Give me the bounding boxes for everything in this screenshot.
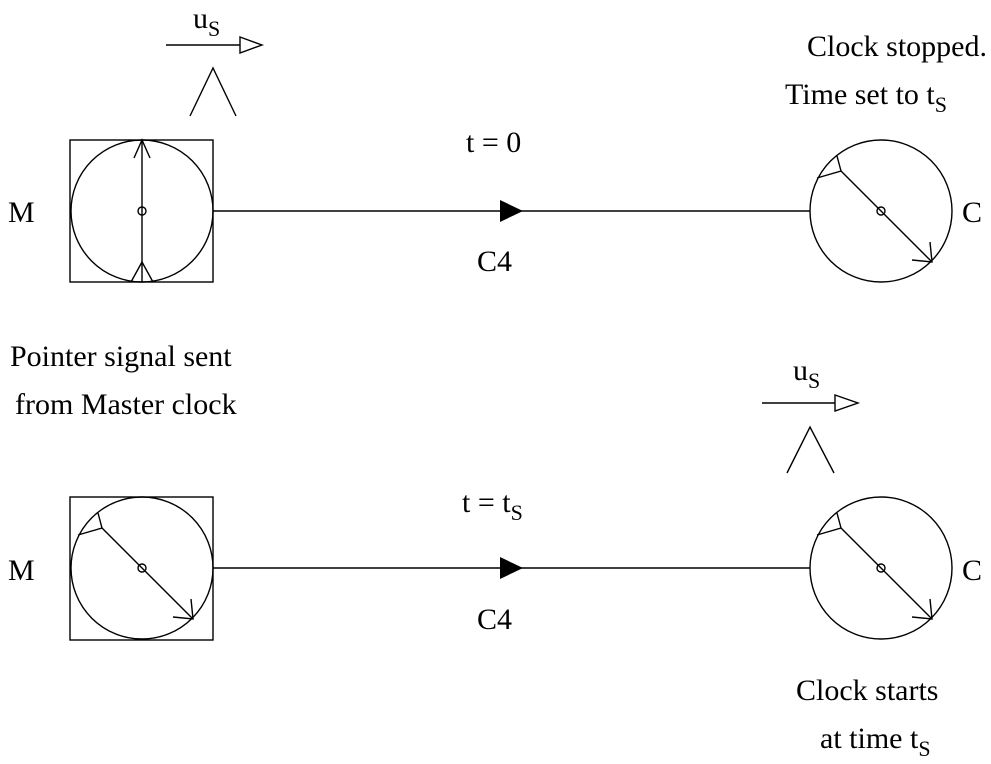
top-signal-label: C4	[477, 245, 512, 278]
bottom-signal-label: C4	[477, 603, 512, 636]
bottom-pointer-symbol	[786, 425, 835, 474]
top-signal-marker	[500, 200, 523, 222]
bottom-note-line1: Clock starts	[796, 674, 939, 707]
bottom-signal-marker	[500, 557, 523, 579]
top-master-label: M	[8, 196, 35, 229]
caption-line1: Pointer signal sent	[10, 340, 232, 373]
top-remote-clock	[809, 139, 953, 283]
bottom-note-line2: at time tS	[820, 722, 931, 761]
top-pointer-symbol	[189, 66, 237, 117]
bottom-panel: uS M t = tS C4 C Clock starts at time tS	[8, 354, 982, 761]
bottom-clock-label: C	[962, 554, 982, 587]
bottom-master-clock	[69, 496, 214, 641]
bottom-velocity-arrow	[762, 394, 861, 412]
caption-line2: from Master clock	[15, 388, 237, 421]
top-velocity-arrow	[166, 36, 265, 54]
bottom-time-label: t = tS	[462, 486, 523, 525]
top-velocity-label: uS	[193, 2, 220, 41]
top-master-clock	[69, 138, 214, 283]
top-time-label: t = 0	[466, 126, 521, 159]
top-note-line1: Clock stopped.	[807, 30, 987, 63]
top-clock-label: C	[962, 196, 982, 229]
bottom-remote-clock	[809, 496, 953, 640]
bottom-velocity-label: uS	[793, 354, 820, 393]
top-panel: uS M t = 0 C4 C Clock stopped. Time set	[8, 2, 987, 283]
top-note-line2: Time set to tS	[785, 78, 947, 117]
bottom-master-label: M	[8, 554, 35, 587]
